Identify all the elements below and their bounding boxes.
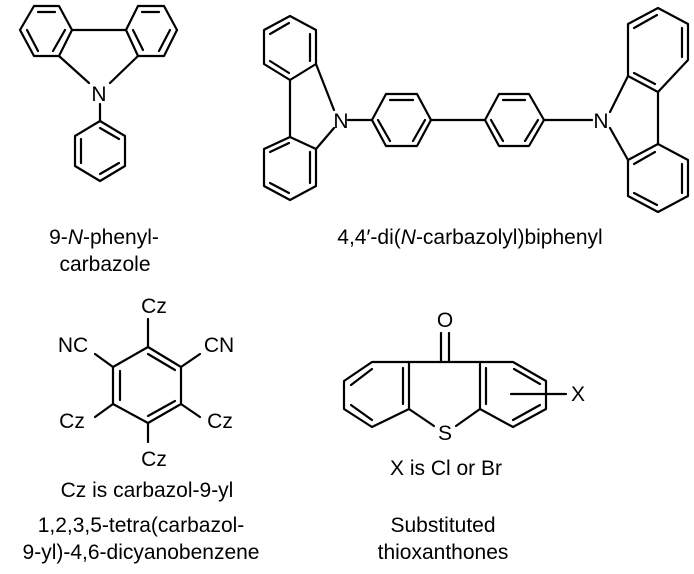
cbp-left-phenylene-ring [370,92,433,148]
thioxanthone-left-ring [342,360,411,429]
tcz-caption-line1: 1,2,3,5-tetra(carbazol- [38,514,245,537]
cbp-caption: 4,4′-di(N-carbazolyl)biphenyl [337,226,602,249]
cbp-left-carbazole-bottom-ring [262,135,318,202]
thioxanthone-caption-line1: Substituted [390,514,495,537]
cbp-right-carbazole-top-ring [626,6,690,94]
thioxanthone-structure [342,331,568,429]
central-benzene-ring [111,345,183,425]
thioxanthone-oxygen-label: O [437,309,453,332]
tcz-top-cz-label: Cz [141,295,167,318]
cbp-left-nitrogen-label: N [333,110,348,133]
tcz-lower-left-cz-label: Cz [59,410,85,433]
tcz-lower-right-cz-label: Cz [207,410,233,433]
tcz-bottom-cz-label: Cz [141,448,167,471]
cbp-right-carbazole-bottom-ring [626,142,690,214]
tcz-caption-line2: 9-yl)-4,6-dicyanobenzene [23,541,260,564]
tcz-upper-left-cyano-label: NC [58,334,88,357]
cbp-right-nitrogen-label: N [593,110,608,133]
cbp-left-carbazole-top-ring [262,14,318,82]
tcz-cz-definition-note: Cz is carbazol-9-yl [61,479,234,502]
thioxanthone-x-substituent-label: X [571,383,585,406]
phenylcarbazole-nitrogen-label: N [91,83,106,106]
tetracarbazolyl-dicyanobenzene-structure [93,317,202,444]
thioxanthone-right-ring [478,360,548,429]
thioxanthone-x-definition-note: X is Cl or Br [390,457,502,480]
cbp-right-phenylene-ring [483,92,546,148]
cbp-structure [262,6,690,214]
tcz-upper-right-cyano-label: CN [204,334,234,357]
phenylcarbazole-caption-line1: 9-N-phenyl- [49,226,159,249]
phenylcarbazole-caption-line2: carbazole [59,253,150,276]
thioxanthone-caption-line2: thioxanthones [378,541,509,564]
thioxanthone-sulfur-label: S [438,422,452,445]
phenylcarbazole-structure [18,4,179,183]
n-phenyl-ring [73,119,127,183]
